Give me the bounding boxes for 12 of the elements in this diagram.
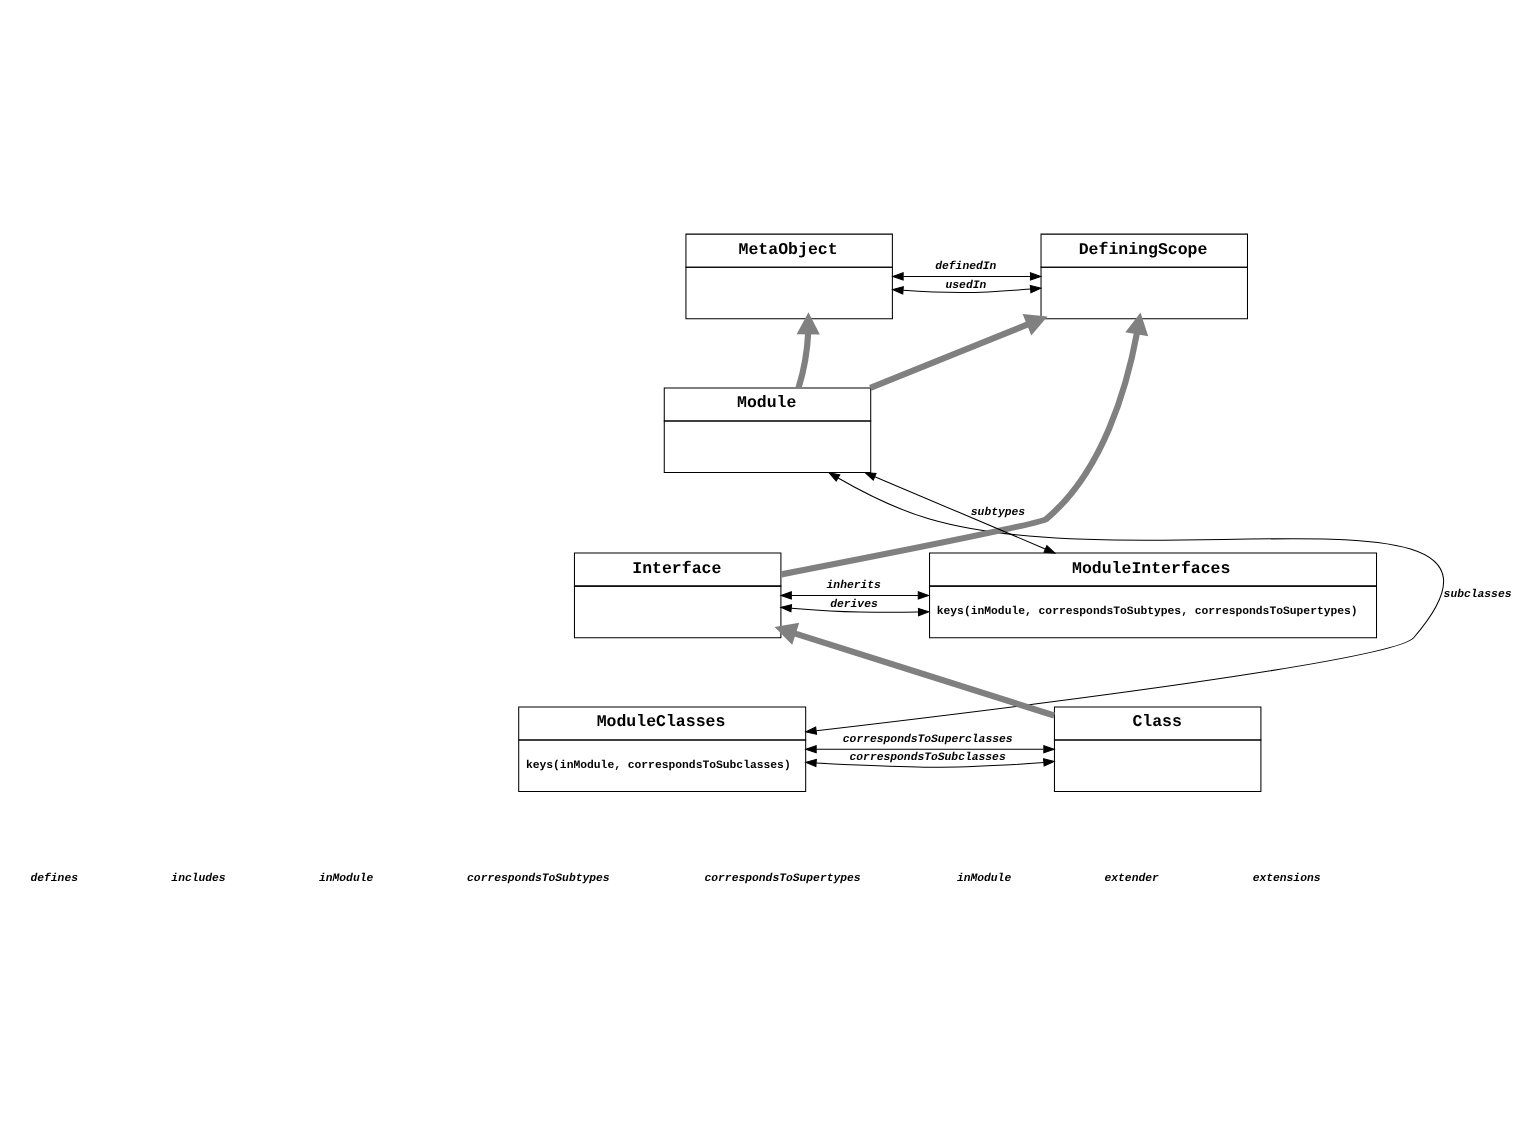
arrow [779, 603, 931, 617]
arrow [863, 472, 1057, 554]
arrow [869, 313, 1048, 391]
arrow [804, 471, 1444, 735]
arrow [804, 744, 1056, 754]
arrow [891, 272, 1043, 281]
arrow [795, 312, 820, 389]
arrow [891, 284, 1043, 295]
arrow [779, 591, 931, 600]
arrow [804, 758, 1056, 768]
arrow [780, 312, 1149, 578]
arrow [774, 622, 1056, 719]
